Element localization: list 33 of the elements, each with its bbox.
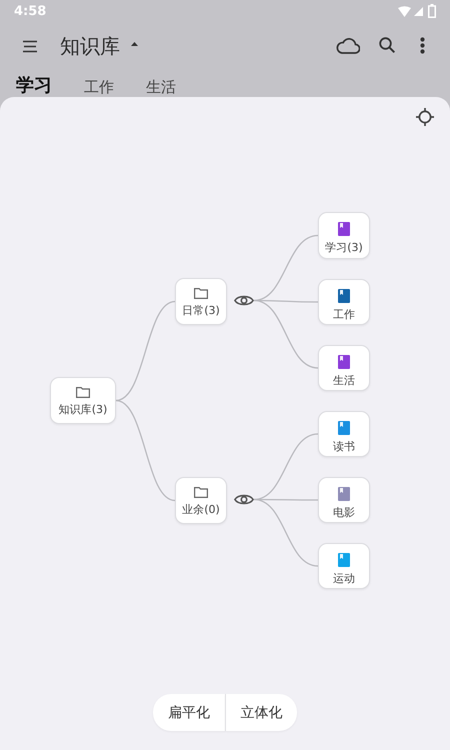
node-label: 工作 [333, 308, 355, 322]
notebook-card [318, 543, 370, 589]
connector-line [254, 433, 318, 500]
status-time: 4:58 [14, 4, 46, 19]
connector-line [254, 234, 318, 302]
selected-tab: 学习 [16, 75, 52, 97]
notebook-card [318, 212, 370, 259]
folder-card [175, 477, 227, 524]
segment-button: 立体化 [225, 694, 297, 731]
notebook-card [318, 345, 370, 391]
folder-card [50, 377, 116, 424]
notebook-card [318, 411, 370, 457]
node-label: 电影 [333, 506, 355, 520]
node-label: 学习(3) [325, 241, 363, 255]
connector-line [254, 498, 318, 567]
node-label: 生活 [333, 374, 355, 388]
eye-icon [234, 294, 254, 307]
tab: 工作 [84, 78, 114, 96]
notebook-card [318, 477, 370, 523]
node-label: 读书 [333, 440, 355, 454]
node-label: 日常(3) [182, 304, 220, 318]
node-label: 业余(0) [182, 503, 220, 517]
node-label: 运动 [333, 572, 355, 586]
notebook-card [318, 279, 370, 325]
node-label: 知识库(3) [58, 403, 108, 417]
eye-icon [234, 493, 254, 506]
app-title: 知识库 [60, 33, 120, 60]
folder-card [175, 278, 227, 325]
connector-line [254, 300, 318, 369]
segment-button: 扁平化 [153, 694, 225, 731]
tab: 生活 [146, 78, 176, 96]
connector-line [116, 300, 176, 402]
connector-line [116, 400, 176, 502]
